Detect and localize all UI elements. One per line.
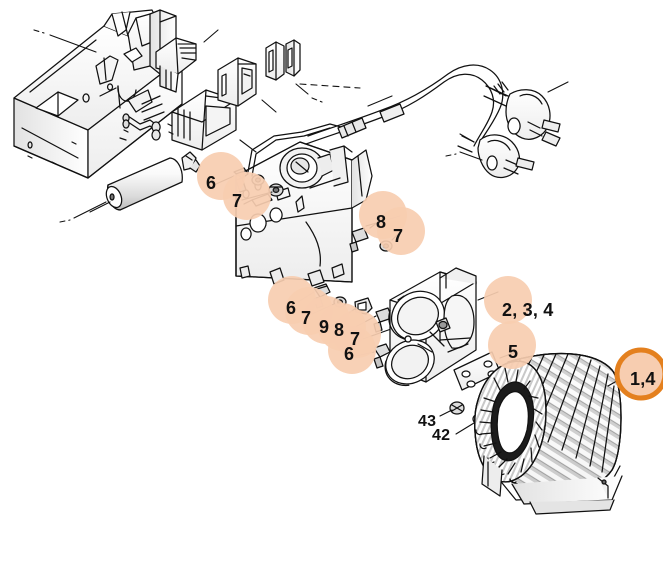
part-terminal-block	[167, 89, 257, 153]
callout-7-mid: 7	[393, 226, 404, 246]
part-capacitor-strap	[181, 151, 201, 173]
highlight-blob	[377, 207, 425, 255]
callout-5: 5	[508, 342, 519, 362]
callout-9-a: 9	[319, 317, 330, 337]
highlight-blob	[488, 321, 536, 369]
ring-highlight-group	[614, 347, 663, 401]
highlight-blob	[328, 326, 376, 374]
callout-7-top: 7	[232, 191, 243, 211]
callout-8-a: 8	[334, 320, 345, 340]
part-relay-module	[217, 57, 277, 113]
part-switch-rocker	[155, 29, 219, 93]
part-plug-schuko	[483, 81, 569, 147]
highlight-ring	[614, 347, 663, 401]
part-lead-wires	[122, 113, 161, 141]
callout-6-a: 6	[286, 298, 297, 318]
callout-6-b: 6	[344, 344, 355, 364]
part-bearing-bracket	[384, 267, 499, 387]
callout-7-b: 7	[350, 329, 361, 349]
part-stator-core	[473, 352, 623, 515]
callout-1-4: 1,4	[630, 369, 656, 389]
callout-43: 43	[418, 413, 437, 430]
highlight-blob	[223, 172, 271, 220]
highlight-blob	[484, 276, 532, 324]
callout-8-mid: 8	[376, 212, 387, 232]
part-plug-flat	[445, 133, 535, 179]
soft-highlight-group	[197, 152, 536, 374]
callout-6-top: 6	[206, 173, 217, 193]
part-chassis-plate	[235, 123, 401, 287]
part-capacitor	[59, 151, 201, 223]
callout-42: 42	[432, 427, 451, 444]
part-cable-clamp	[265, 39, 323, 103]
callout-2-3-4: 2, 3, 4	[502, 300, 554, 320]
callout-7-a: 7	[301, 308, 312, 328]
part-power-cord-long	[299, 64, 504, 147]
